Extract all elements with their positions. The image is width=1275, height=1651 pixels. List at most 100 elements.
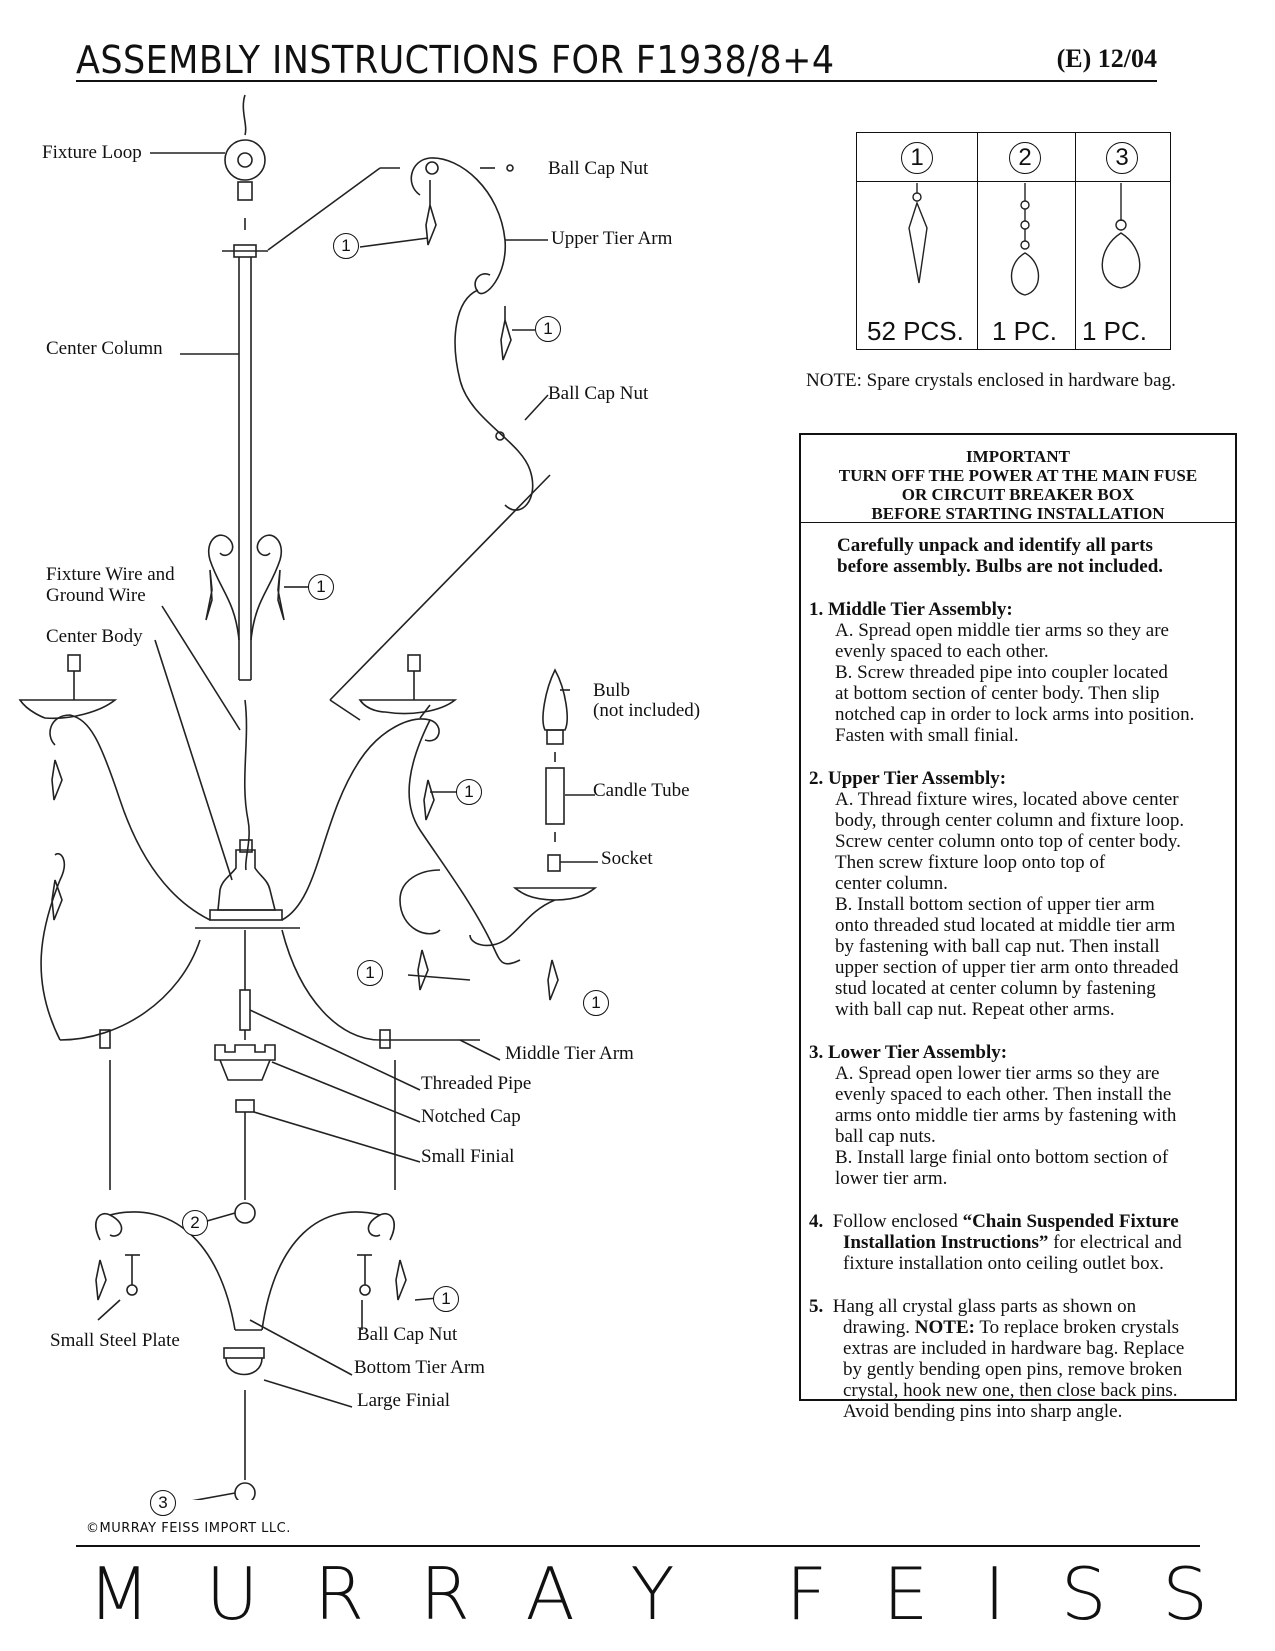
label-small-steel-plate: Small Steel Plate <box>50 1330 180 1351</box>
label-fixture-wire-line2: Ground Wire <box>46 585 146 606</box>
step-text: for electrical and <box>1048 1232 1182 1253</box>
step-1: 1. Middle Tier Assembly: A. Spread open … <box>809 599 1229 746</box>
label-fixture-loop: Fixture Loop <box>42 142 142 163</box>
label-threaded-pipe: Threaded Pipe <box>421 1073 532 1094</box>
callout-crystal-1: 1 <box>433 1286 459 1312</box>
brand-letter: U <box>205 1552 259 1636</box>
callout-crystal-1: 1 <box>535 316 561 342</box>
step-line: B. Screw threaded pipe into coupler loca… <box>835 662 1168 683</box>
step-line: A. Spread open lower tier arms so they a… <box>835 1063 1160 1084</box>
document-title: ASSEMBLY INSTRUCTIONS FOR F1938/8+4 <box>76 38 835 82</box>
brand-letter: I <box>983 1552 1006 1636</box>
warning-line: IMPORTANT <box>966 447 1070 466</box>
step-line: Screw center column onto top of center b… <box>835 831 1181 852</box>
callout-crystal-1: 1 <box>357 960 383 986</box>
step-line: ball cap nuts. <box>835 1126 936 1147</box>
step-line: B. Install large finial onto bottom sect… <box>835 1147 1169 1168</box>
label-candle-tube: Candle Tube <box>593 780 690 801</box>
crystal-quantity-2: 1 PC. <box>992 316 1058 346</box>
step-4: 4. Follow enclosed “Chain Suspended Fixt… <box>809 1211 1229 1274</box>
step-heading: 3. Lower Tier Assembly: <box>809 1042 1008 1063</box>
step-line: Fasten with small finial. <box>835 725 1019 746</box>
label-upper-tier-arm: Upper Tier Arm <box>551 228 673 249</box>
brand-letter: E <box>882 1552 929 1636</box>
step-line: stud located at center column by fasteni… <box>835 978 1156 999</box>
step-line: by fastening with ball cap nut. Then ins… <box>835 936 1160 957</box>
step-line: fixture installation onto ceiling outlet… <box>843 1253 1164 1274</box>
step-line: Avoid bending pins into sharp angle. <box>843 1401 1123 1422</box>
step-line: with ball cap nut. Repeat other arms. <box>835 999 1115 1020</box>
step-line: evenly spaced to each other. Then instal… <box>835 1084 1172 1105</box>
callout-crystal-1: 1 <box>456 779 482 805</box>
label-socket: Socket <box>601 848 653 869</box>
revision-date: (E) 12/04 <box>1056 44 1157 73</box>
spare-crystals-note: NOTE: Spare crystals enclosed in hardwar… <box>806 370 1176 391</box>
step-line: upper section of upper tier arm onto thr… <box>835 957 1179 978</box>
step-line: crystal, hook new one, then close back p… <box>843 1380 1178 1401</box>
label-ball-cap-nut-mid: Ball Cap Nut <box>548 383 649 404</box>
step-line: A. Spread open middle tier arms so they … <box>835 620 1169 641</box>
label-center-column: Center Column <box>46 338 163 359</box>
step-text: To replace broken crystals <box>974 1317 1180 1338</box>
step-heading: 1. Middle Tier Assembly: <box>809 599 1013 620</box>
step-line: A. Thread fixture wires, located above c… <box>835 789 1179 810</box>
step-line: arms onto middle tier arms by fastening … <box>835 1105 1177 1126</box>
crystal-quantity-3: 1 PC. <box>1082 316 1148 346</box>
step-line: notched cap in order to lock arms into p… <box>835 704 1195 725</box>
step-2: 2. Upper Tier Assembly: A. Thread fixtur… <box>809 768 1229 1020</box>
brand-letter: S <box>1060 1552 1107 1636</box>
crystal-number-2: 2 <box>1009 142 1041 174</box>
instructions-box: IMPORTANT TURN OFF THE POWER AT THE MAIN… <box>799 433 1237 1422</box>
step-3: 3. Lower Tier Assembly: A. Spread open l… <box>809 1042 1229 1189</box>
label-fixture-wire-line1: Fixture Wire and <box>46 564 175 585</box>
step-text-bold: “Chain Suspended Fixture <box>962 1211 1179 1232</box>
label-ball-cap-nut-bottom: Ball Cap Nut <box>357 1324 458 1345</box>
label-bulb-line2: (not included) <box>593 700 701 721</box>
step-line: onto threaded stud located at middle tie… <box>835 915 1176 936</box>
crystal-number-1: 1 <box>901 142 933 174</box>
callout-crystal-3: 3 <box>150 1490 176 1516</box>
step-text: Hang all crystal glass parts as shown on <box>832 1296 1137 1317</box>
label-center-body: Center Body <box>46 626 143 647</box>
table-divider <box>1075 133 1076 349</box>
callout-crystal-1: 1 <box>583 990 609 1016</box>
callout-crystal-1: 1 <box>333 233 359 259</box>
label-notched-cap: Notched Cap <box>421 1106 521 1127</box>
crystal-parts-table: 1 2 3 52 PCS. 1 PC. 1 PC. <box>856 132 1171 350</box>
callout-crystal-1: 1 <box>308 574 334 600</box>
label-small-finial: Small Finial <box>421 1146 515 1167</box>
brand-letter: R <box>419 1552 470 1636</box>
brand-letter: A <box>525 1552 575 1636</box>
step-5: 5. Hang all crystal glass parts as shown… <box>809 1296 1229 1422</box>
crystal-quantity-1: 52 PCS. <box>867 316 964 346</box>
step-line: center column. <box>835 873 948 894</box>
label-bulb-line1: Bulb <box>593 680 630 701</box>
step-line: B. Install bottom section of upper tier … <box>835 894 1155 915</box>
step-line: at bottom section of center body. Then s… <box>835 683 1160 704</box>
step-line: lower tier arm. <box>835 1168 948 1189</box>
step-text-bold: Installation Instructions” <box>843 1232 1049 1253</box>
crystal-number-3: 3 <box>1106 142 1138 174</box>
step-line: body, through center column and fixture … <box>835 810 1185 831</box>
warning-line: TURN OFF THE POWER AT THE MAIN FUSE <box>838 466 1198 485</box>
step-line: evenly spaced to each other. <box>835 641 1049 662</box>
table-divider <box>977 133 978 349</box>
step-heading: 2. Upper Tier Assembly: <box>809 768 1007 789</box>
exploded-view-diagram <box>18 94 598 1500</box>
brand-letter: S <box>1162 1552 1208 1636</box>
callout-crystal-2: 2 <box>182 1210 208 1236</box>
brand-letter: R <box>314 1552 365 1636</box>
step-number: 5. <box>809 1296 824 1317</box>
footer-rule <box>76 1545 1200 1547</box>
brand-letter: M <box>88 1552 151 1636</box>
step-text: drawing. <box>843 1317 915 1338</box>
important-warning: IMPORTANT TURN OFF THE POWER AT THE MAIN… <box>801 435 1235 523</box>
step-line: extras are included in hardware bag. Rep… <box>843 1338 1185 1359</box>
instructions-body: Carefully unpack and identify all parts … <box>809 535 1229 1444</box>
label-bottom-tier-arm: Bottom Tier Arm <box>354 1357 485 1378</box>
crystal-illustrations <box>908 183 1141 296</box>
step-text-bold: NOTE: <box>914 1317 975 1338</box>
warning-line: BEFORE STARTING INSTALLATION <box>871 504 1165 523</box>
step-line: by gently bending open pins, remove brok… <box>843 1359 1183 1380</box>
intro-text: Carefully unpack and identify all parts … <box>809 535 1229 577</box>
